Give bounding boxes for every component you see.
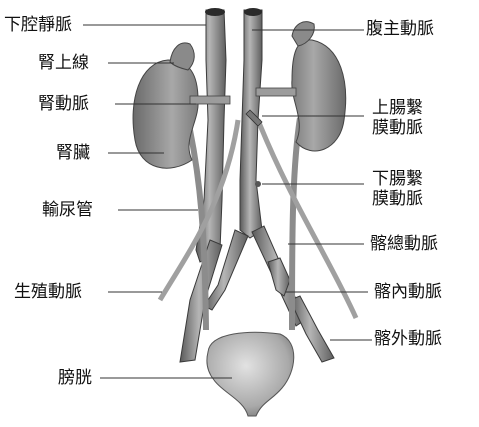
label-adrenal-gland: 腎上線 <box>38 53 89 73</box>
right-external-iliac <box>290 296 334 362</box>
label-kidney: 腎臟 <box>56 143 90 163</box>
label-internal-iliac-artery: 髂內動脈 <box>374 282 442 302</box>
bladder <box>207 332 294 416</box>
label-inferior-vena-cava: 下腔靜脈 <box>4 15 72 35</box>
label-abdominal-aorta: 腹主動脈 <box>366 19 434 39</box>
label-bladder: 膀胱 <box>58 368 92 388</box>
aorta-top <box>244 8 262 16</box>
left-renal-vessel <box>190 96 230 104</box>
label-external-iliac-artery: 髂外動脈 <box>374 329 442 349</box>
label-common-iliac-artery: 髂總動脈 <box>370 234 438 254</box>
label-superior-mesenteric-artery: 上腸繫 膜動脈 <box>372 98 423 138</box>
label-ureter: 輸尿管 <box>42 200 93 220</box>
left-kidney <box>133 60 198 168</box>
vena-cava-top <box>205 8 225 16</box>
right-renal-vessel <box>256 88 296 96</box>
label-renal-artery: 腎動脈 <box>38 94 89 114</box>
inferior-mesenteric-stub <box>255 181 261 187</box>
right-kidney <box>292 40 346 151</box>
label-gonadal-artery: 生殖動脈 <box>14 282 82 302</box>
label-inferior-mesenteric-artery: 下腸繫 膜動脈 <box>372 169 423 209</box>
